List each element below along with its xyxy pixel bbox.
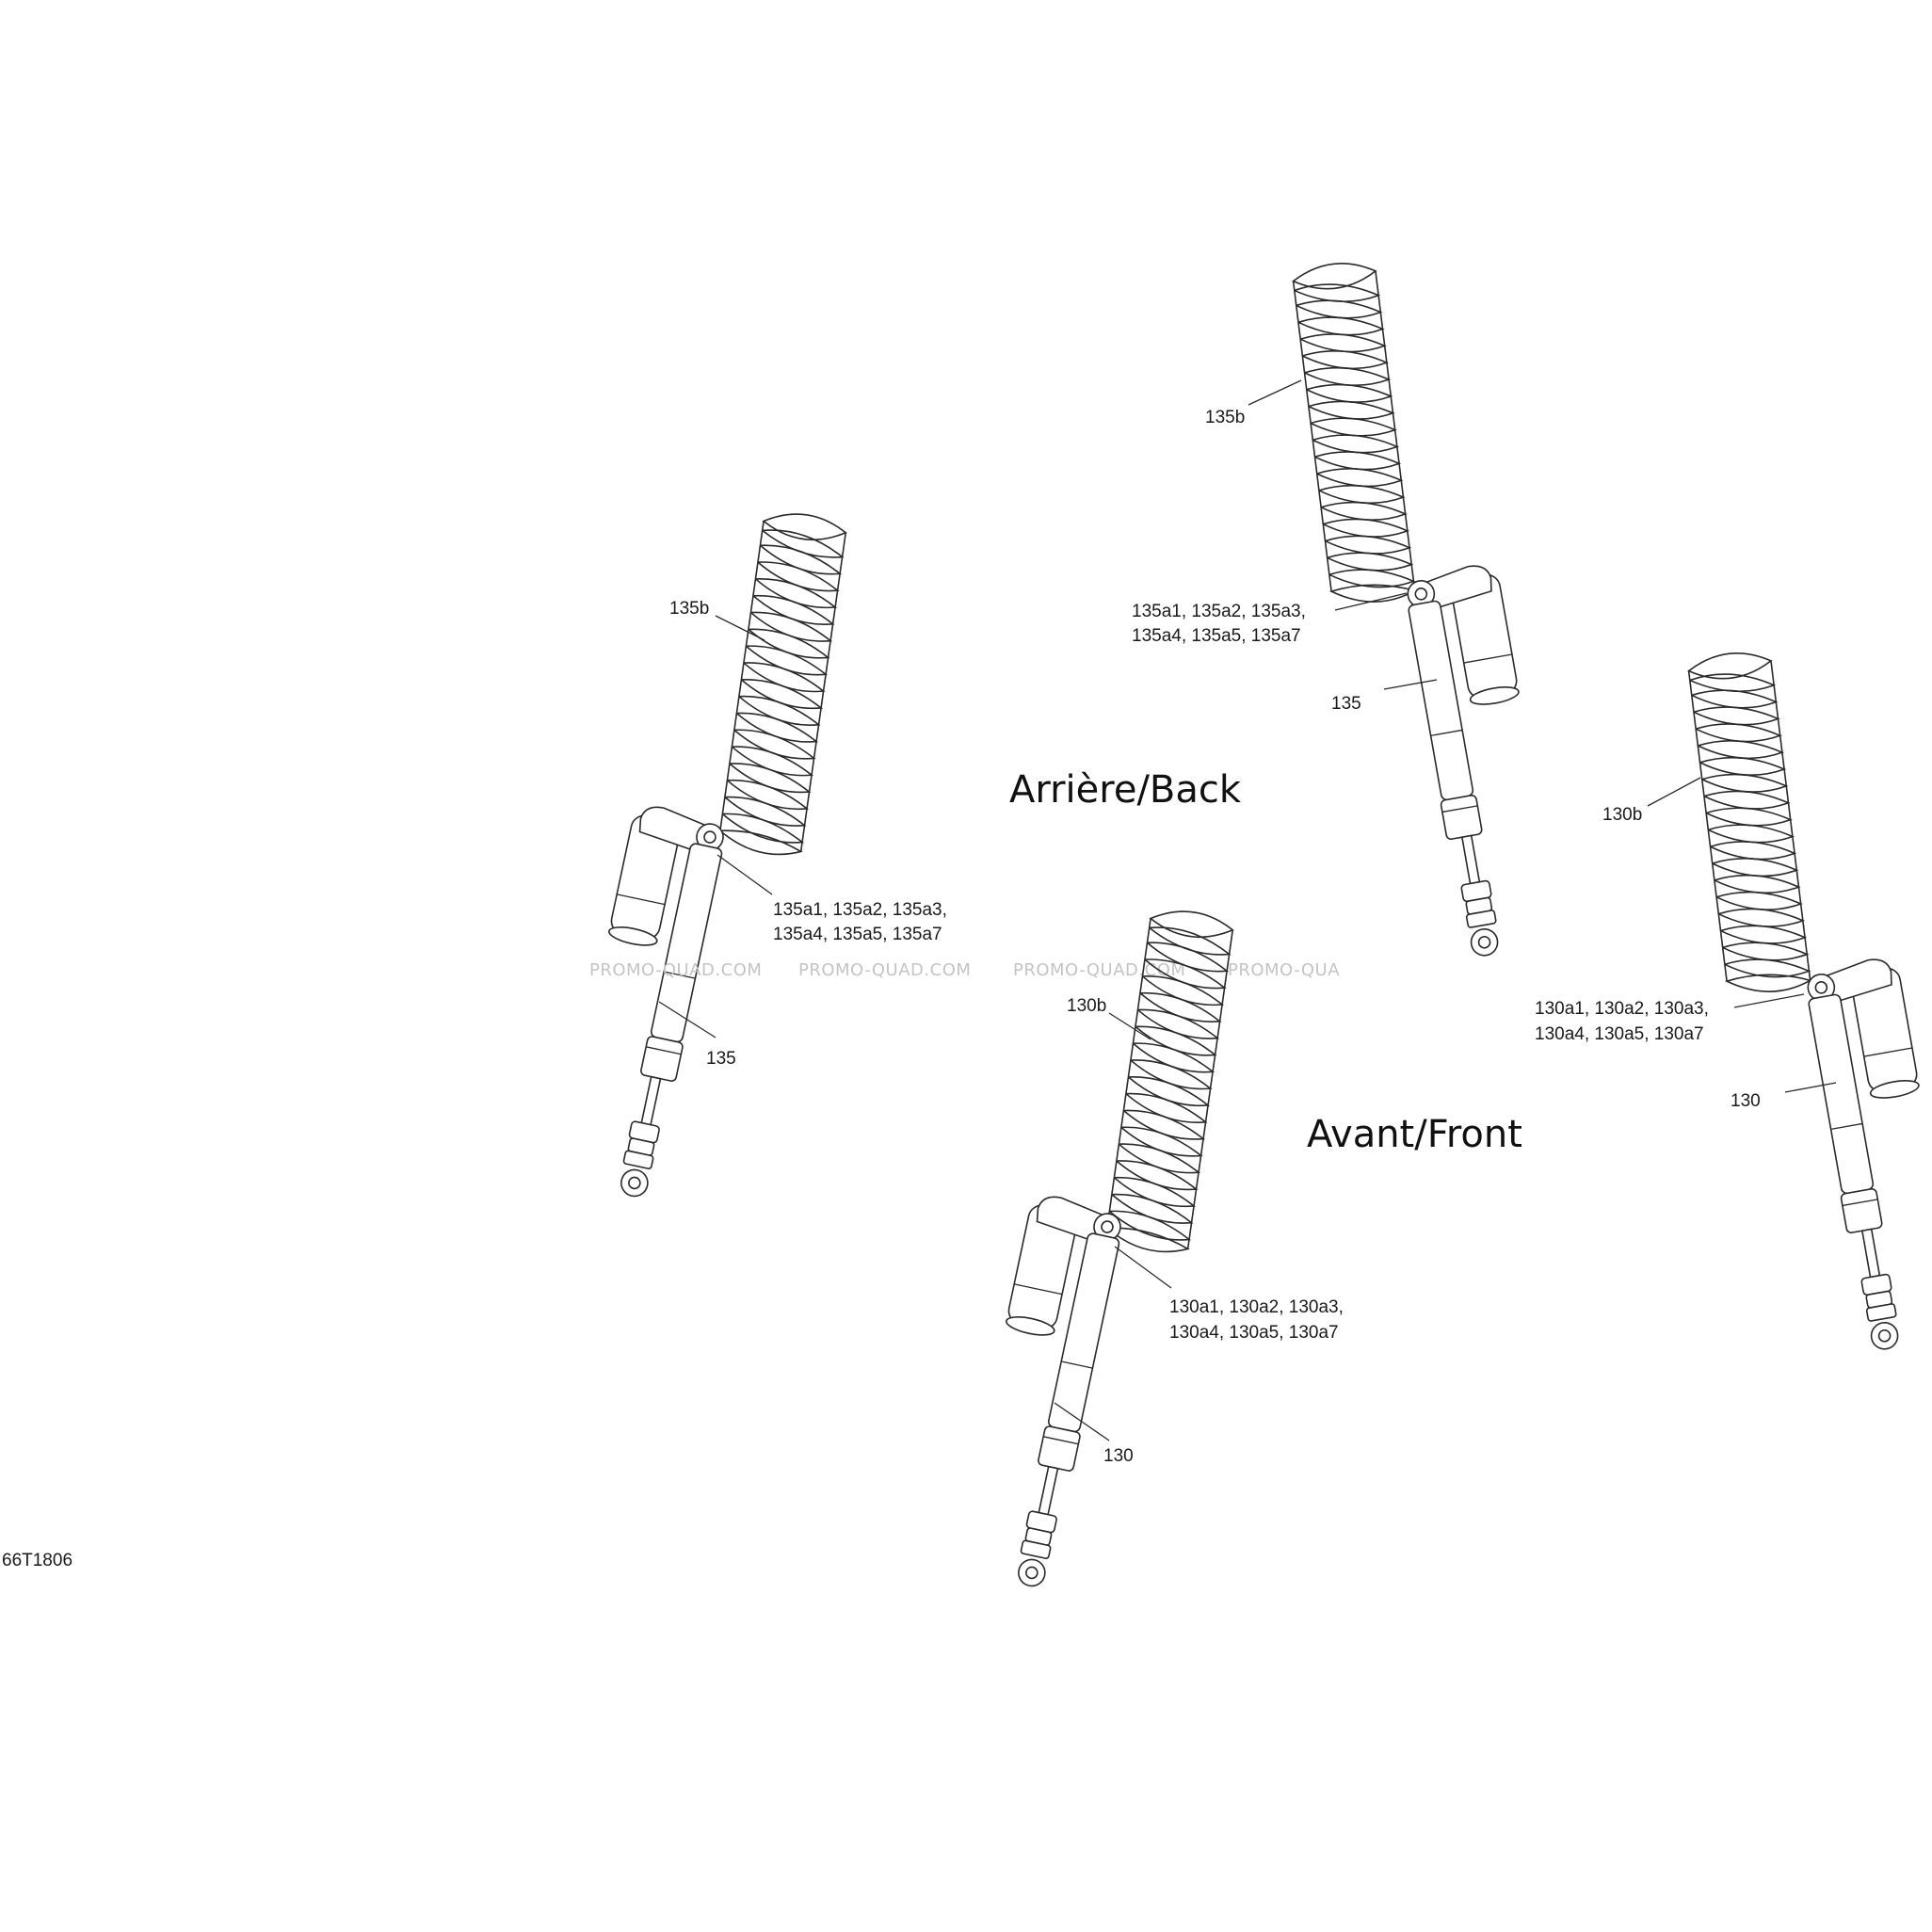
callout-130-front-left: 130 [1103, 1446, 1134, 1466]
shock-130-front-right [1800, 954, 1932, 1353]
spring-130b-front-right [1686, 648, 1812, 998]
callout-135a-back-left-line1: 135a1, 135a2, 135a3, [773, 900, 947, 920]
callout-130b-front-right: 130b [1602, 805, 1642, 825]
watermark-2: PROMO-QUAD.COM [798, 960, 971, 980]
callout-130a-front-left-line1: 130a1, 130a2, 130a3, [1169, 1297, 1344, 1317]
leader-130a-front-left [1114, 1246, 1172, 1289]
callout-130a-front-left-line2: 130a4, 130a5, 130a7 [1169, 1323, 1339, 1343]
leader-135-back-left [658, 1001, 716, 1038]
leader-135a-back-left [716, 854, 773, 895]
leader-135a-back-right [1334, 592, 1408, 611]
leader-135b-back-left [715, 615, 765, 641]
drawing-code: 66T1806 [2, 1551, 72, 1570]
leader-135b-back-right [1248, 379, 1302, 406]
leader-130a-front-right [1733, 993, 1805, 1008]
section-label-front: Avant/Front [1307, 1113, 1522, 1156]
leader-130-front-left [1054, 1402, 1110, 1441]
spring-130b-front-left [1103, 905, 1235, 1257]
shock-135-back-right [1400, 560, 1564, 959]
callout-135a-back-right-line2: 135a4, 135a5, 135a7 [1132, 626, 1301, 646]
callout-135-back-right: 135 [1331, 694, 1361, 714]
leader-130-front-right [1784, 1082, 1837, 1093]
callout-135b-back-left: 135b [669, 599, 709, 619]
callout-130a-front-right-line1: 130a1, 130a2, 130a3, [1535, 999, 1709, 1019]
leader-130b-front-left [1108, 1012, 1151, 1040]
section-label-back: Arrière/Back [1009, 768, 1242, 812]
callout-135-back-left: 135 [706, 1049, 736, 1069]
spring-135b-back-left [716, 507, 848, 860]
callout-135a-back-left-line2: 135a4, 135a5, 135a7 [773, 925, 942, 944]
leader-130b-front-right [1647, 777, 1701, 807]
shock-135-back-left [555, 801, 732, 1201]
callout-130a-front-right-line2: 130a4, 130a5, 130a7 [1535, 1024, 1704, 1044]
callout-135b-back-right: 135b [1205, 408, 1245, 427]
leader-135-back-right [1383, 679, 1438, 690]
spring-135b-back-right [1291, 258, 1417, 608]
callout-130-front-right: 130 [1731, 1091, 1761, 1111]
callout-135a-back-right-line1: 135a1, 135a2, 135a3, [1132, 602, 1306, 621]
shock-130-front-left [952, 1191, 1129, 1591]
watermark-1: PROMO-QUAD.COM [589, 960, 762, 980]
watermark-4: PROMO-QUA [1228, 960, 1340, 980]
callout-130b-front-left: 130b [1067, 996, 1106, 1016]
